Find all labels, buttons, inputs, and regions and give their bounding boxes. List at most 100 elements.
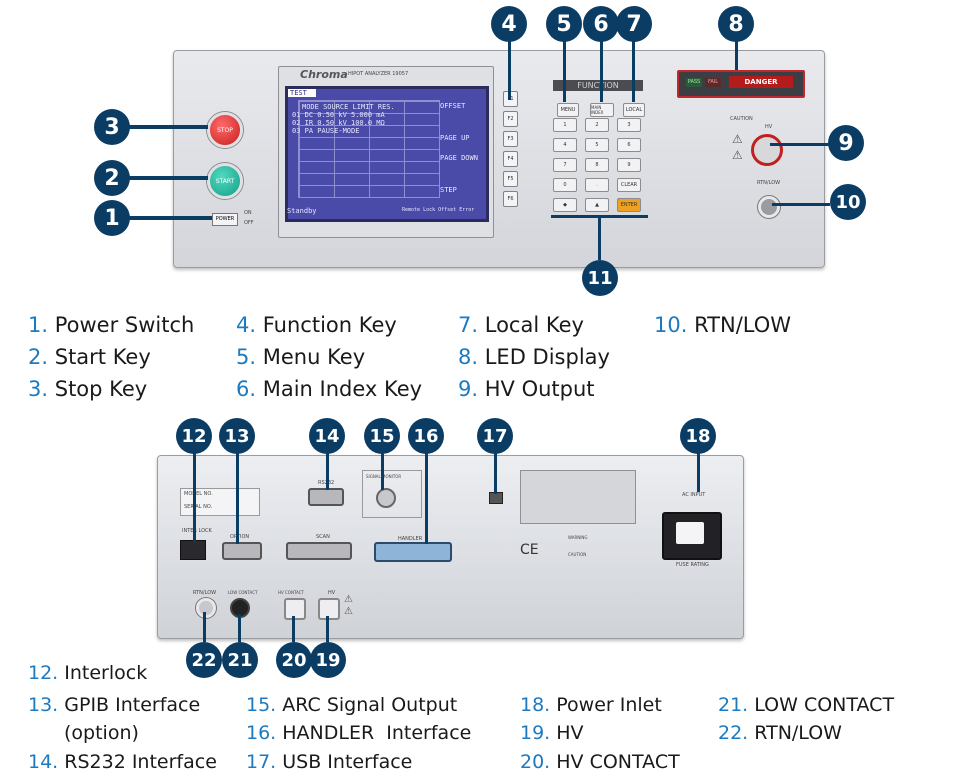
up-arrow-key[interactable]: ▲ <box>585 198 609 212</box>
legend-num: 14. <box>28 751 59 773</box>
legend-num: 5. <box>236 345 257 369</box>
key-dot[interactable]: . <box>585 178 609 192</box>
legend-item: 8. LED Display <box>458 344 610 370</box>
leader-line <box>425 448 428 544</box>
leader-line <box>598 215 601 260</box>
legend-num: 7. <box>458 313 479 337</box>
callout-16: 16 <box>408 418 444 454</box>
legend-item: (option) <box>64 720 139 746</box>
legend-text: Main Index Key <box>262 377 423 401</box>
f6-key[interactable]: F6 <box>503 191 518 207</box>
rtn-low-terminal[interactable] <box>758 196 780 218</box>
led-pass: PASS <box>686 78 702 87</box>
callout-20: 20 <box>276 642 312 678</box>
menu-key[interactable]: MENU <box>557 103 579 117</box>
leader-line <box>632 40 635 102</box>
callout-6: 6 <box>583 6 619 42</box>
legend-num: 19. <box>520 722 551 744</box>
rs232-connector[interactable] <box>308 488 344 506</box>
rear-rtn-low-label: RTN/LOW <box>193 590 217 596</box>
callout-17: 17 <box>477 418 513 454</box>
hv-label: HV <box>765 124 773 130</box>
callout-12: 12 <box>176 418 212 454</box>
key-6[interactable]: 6 <box>617 138 641 152</box>
ce-mark: CE <box>520 542 539 558</box>
enter-key[interactable]: ENTER <box>617 198 641 212</box>
f3-key[interactable]: F3 <box>503 131 518 147</box>
key-7[interactable]: 7 <box>553 158 577 172</box>
legend-text: HV Output <box>484 377 595 401</box>
legend-text: ARC Signal Output <box>282 694 458 716</box>
handler-connector[interactable] <box>374 542 452 562</box>
legend-item: 22. RTN/LOW <box>718 720 842 746</box>
legend-text: Power Inlet <box>556 694 662 716</box>
legend-text: Interlock <box>64 662 148 684</box>
callout-10: 10 <box>830 184 866 220</box>
fuse-label: FUSE RATING <box>676 562 709 568</box>
screen-side-labels: OFFSET PAGE UP PAGE DOWN STEP <box>440 102 480 194</box>
local-key[interactable]: LOCAL <box>623 103 645 117</box>
legend-num: 17. <box>246 751 277 773</box>
screen-side-step: STEP <box>440 186 457 194</box>
callout-8: 8 <box>718 6 754 42</box>
interlock-connector[interactable] <box>180 540 206 560</box>
hv-contact-terminal[interactable] <box>284 598 306 620</box>
leader-line <box>203 612 206 642</box>
warning-icon: ⚠ <box>732 132 743 146</box>
legend-num: 22. <box>718 722 749 744</box>
legend-num: 9. <box>458 377 479 401</box>
f4-key[interactable]: F4 <box>503 151 518 167</box>
f5-key[interactable]: F5 <box>503 171 518 187</box>
legend-item: 17. USB Interface <box>246 749 412 775</box>
legend-num: 21. <box>718 694 749 716</box>
rear-rtn-low-terminal[interactable] <box>196 598 216 618</box>
stop-label: STOP <box>217 126 233 134</box>
low-contact-label: LOW CONTACT <box>228 590 258 595</box>
hv-output-terminal[interactable] <box>751 134 783 166</box>
key-2[interactable]: 2 <box>585 118 609 132</box>
left-arrow-key[interactable]: ◆ <box>553 198 577 212</box>
callout-3: 3 <box>94 109 130 145</box>
function-bar: FUNCTION <box>553 80 643 91</box>
legend-num: 12. <box>28 662 59 684</box>
screen-title: TEST <box>288 89 316 97</box>
leader-line <box>508 40 511 100</box>
option-label: OPTION <box>230 534 250 540</box>
legend-num: 6. <box>236 377 257 401</box>
key-8[interactable]: 8 <box>585 158 609 172</box>
key-3[interactable]: 3 <box>617 118 641 132</box>
callout-18: 18 <box>680 418 716 454</box>
legend-num: 3. <box>28 377 49 401</box>
f2-key[interactable]: F2 <box>503 111 518 127</box>
key-1[interactable]: 1 <box>553 118 577 132</box>
key-5[interactable]: 5 <box>585 138 609 152</box>
callout-13: 13 <box>219 418 255 454</box>
key-4[interactable]: 4 <box>553 138 577 152</box>
callout-5: 5 <box>546 6 582 42</box>
legend-text: RTN/LOW <box>754 722 842 744</box>
clear-key[interactable]: CLEAR <box>617 178 641 192</box>
callout-7: 7 <box>616 6 652 42</box>
legend-text: Stop Key <box>54 377 148 401</box>
leader-line <box>193 448 196 542</box>
power-switch[interactable]: POWER <box>212 213 238 226</box>
screen-side-pagedown: PAGE DOWN <box>440 154 478 162</box>
legend-text: LED Display <box>484 345 610 369</box>
rear-hv-label: HV <box>328 590 336 596</box>
main-index-key[interactable]: MAIN INDEX <box>590 103 614 117</box>
ac-input-label: AC INPUT <box>682 492 706 498</box>
stop-key[interactable]: STOP <box>207 112 243 148</box>
handler-label: HANDLER <box>398 536 423 542</box>
start-key[interactable]: START <box>207 163 243 199</box>
callout-2: 2 <box>94 160 130 196</box>
rear-hv-terminal[interactable] <box>318 598 340 620</box>
arc-signal-connector[interactable] <box>376 488 396 508</box>
legend-text: Function Key <box>262 313 397 337</box>
callout-9: 9 <box>828 125 864 161</box>
hv-contact-label: HV CONTACT <box>278 590 304 595</box>
key-0[interactable]: 0 <box>553 178 577 192</box>
key-9[interactable]: 9 <box>617 158 641 172</box>
gpib-connector[interactable] <box>222 542 262 560</box>
scan-connector[interactable] <box>286 542 352 560</box>
function-keys: F1 F2 F3 F4 F5 F6 <box>503 91 518 207</box>
